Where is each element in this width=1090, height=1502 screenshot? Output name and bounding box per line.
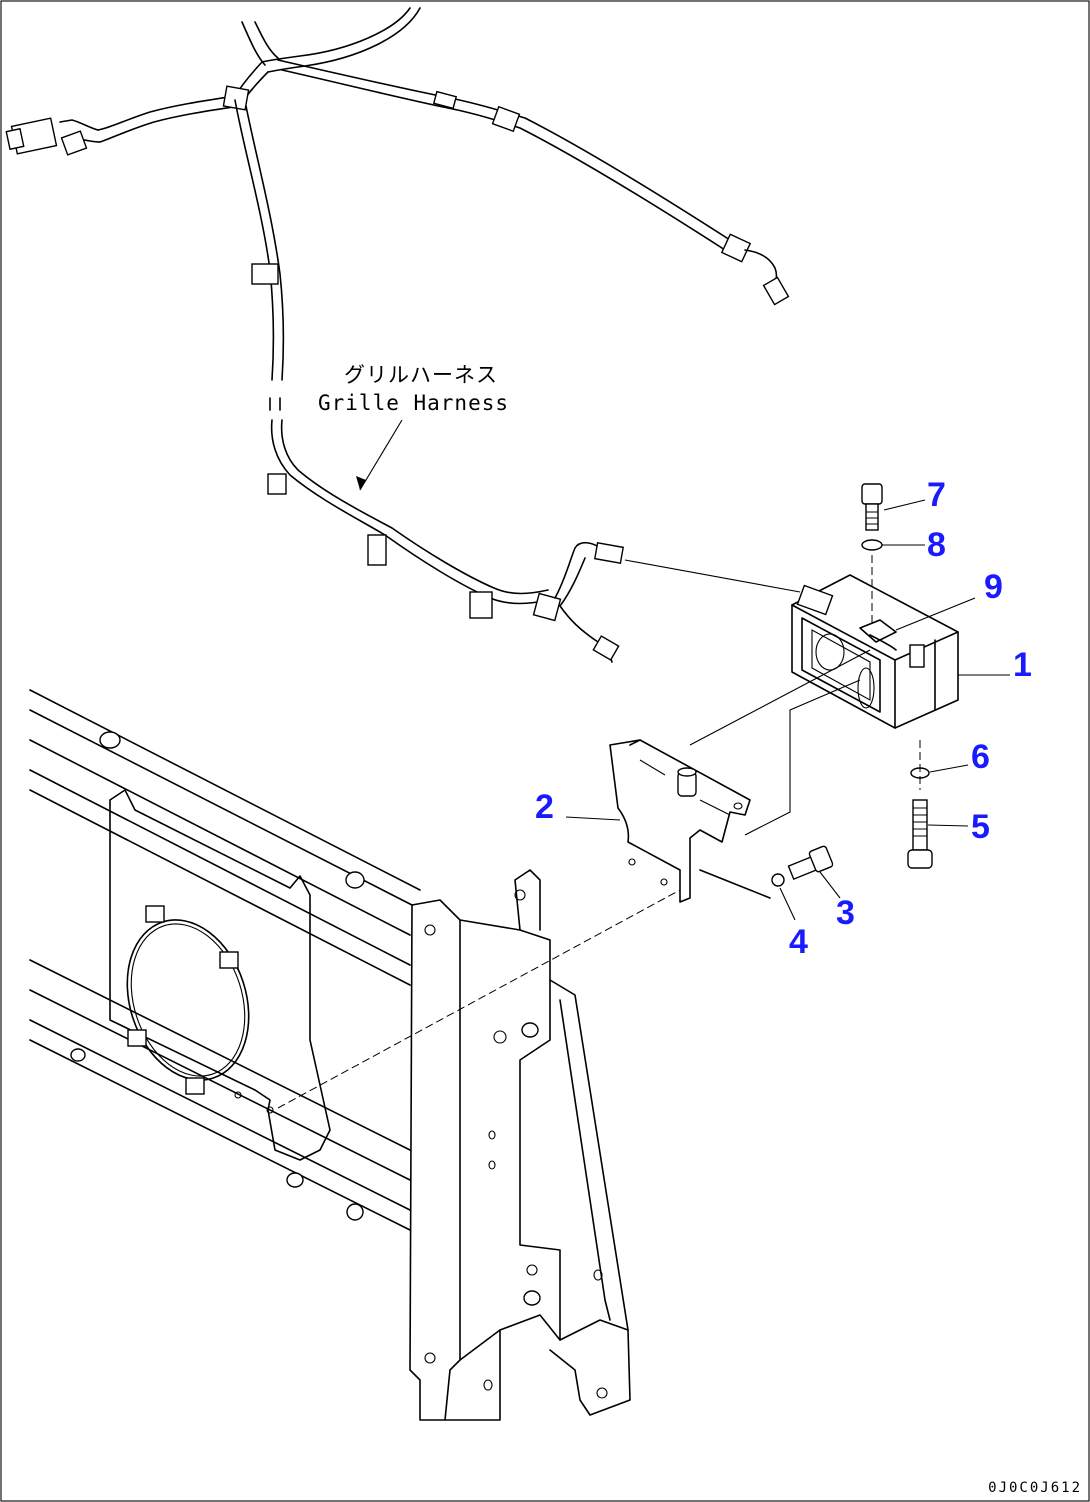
bolt-7: [861, 483, 883, 531]
washer-4: [771, 873, 785, 887]
washer-8: [861, 539, 883, 551]
frame-axis-line: [277, 889, 681, 1109]
harness-leader-line: [359, 419, 403, 491]
callout-6: 6: [971, 738, 990, 776]
callout-3: 3: [836, 894, 855, 932]
callout-8: 8: [927, 526, 946, 564]
callout-2: 2: [535, 788, 554, 826]
grille-harness: [5, 7, 801, 663]
callout-7: 7: [927, 476, 946, 514]
leader-lines: [565, 499, 1010, 921]
callout-1: 1: [1013, 646, 1032, 684]
harness-label-en: Grille Harness: [318, 391, 510, 415]
bolt-3: [787, 845, 834, 881]
lamp-assembly: [791, 574, 959, 729]
bracket-2: [609, 679, 861, 903]
drawing-code: 0J0C0J612: [988, 1480, 1082, 1496]
callout-4: 4: [789, 923, 808, 961]
bolt-5: [907, 799, 933, 869]
chassis-frame: [29, 689, 631, 1421]
callout-9: 9: [984, 568, 1003, 606]
callout-5: 5: [971, 808, 990, 846]
harness-label-jp: グリルハーネス: [344, 363, 498, 387]
harness-arrowhead: [356, 476, 366, 490]
bracket-to-lamp-line: [689, 649, 871, 746]
